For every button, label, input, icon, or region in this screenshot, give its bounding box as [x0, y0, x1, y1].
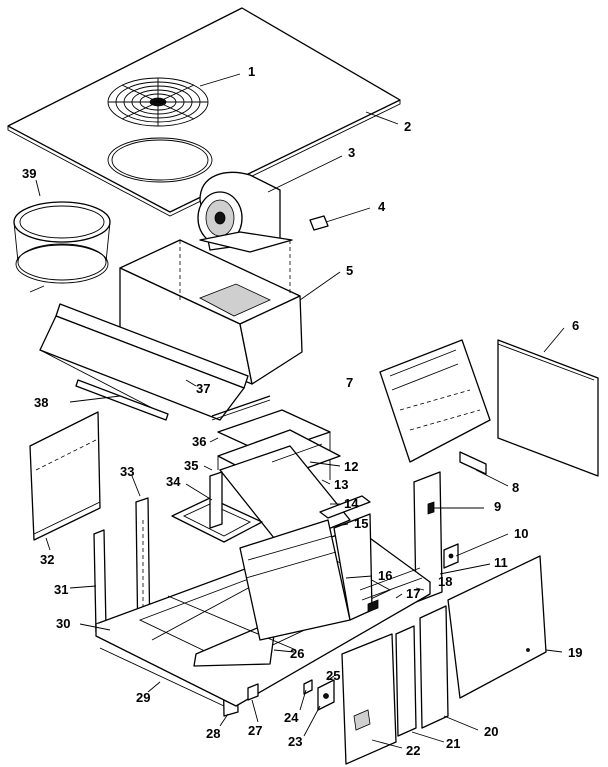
callout-19: 19: [568, 645, 582, 660]
callout-29: 29: [136, 690, 150, 705]
callout-25: 25: [326, 668, 340, 683]
callout-7: 7: [346, 375, 353, 390]
access-panel: [447, 555, 547, 699]
small-parts: [247, 679, 335, 711]
mounting-plate: [443, 543, 459, 569]
callout-32: 32: [40, 552, 54, 567]
partition-bracket: [459, 451, 487, 475]
leader-lines: [29, 73, 565, 749]
callout-1: 1: [248, 64, 255, 79]
callout-24: 24: [284, 710, 299, 725]
callout-23: 23: [288, 734, 302, 749]
orifice-ring: [13, 201, 111, 284]
upper-frame: [217, 409, 351, 549]
callout-10: 10: [514, 526, 528, 541]
callout-16: 16: [378, 568, 392, 583]
callout-38: 38: [34, 395, 48, 410]
callout-20: 20: [484, 724, 498, 739]
top-panel: [7, 7, 401, 217]
callout-12: 12: [344, 459, 358, 474]
callout-4: 4: [378, 199, 386, 214]
callout-36: 36: [192, 434, 206, 449]
callout-18: 18: [438, 574, 452, 589]
callout-9: 9: [494, 499, 501, 514]
callout-30: 30: [56, 616, 70, 631]
callout-8: 8: [512, 480, 519, 495]
callout-39: 39: [22, 166, 36, 181]
callout-2: 2: [404, 119, 411, 134]
callout-15: 15: [354, 516, 368, 531]
small-bracket: [309, 215, 329, 231]
callout-27: 27: [248, 723, 262, 738]
callout-11: 11: [494, 555, 508, 570]
coil-assembly: [239, 495, 423, 641]
callout-6: 6: [572, 318, 579, 333]
callout-14: 14: [344, 496, 359, 511]
callout-34: 34: [166, 474, 181, 489]
callout-26: 26: [290, 646, 304, 661]
fan-grille: [107, 77, 209, 127]
top-rail: [211, 395, 271, 421]
callout-13: 13: [334, 477, 348, 492]
callout-17: 17: [406, 586, 420, 601]
callout-21: 21: [446, 736, 460, 751]
callout-37: 37: [196, 381, 210, 396]
callout-22: 22: [406, 743, 420, 758]
callout-5: 5: [346, 263, 353, 278]
front-panels: [341, 605, 449, 765]
partition-panel: [379, 339, 491, 463]
deflector-panel: [39, 303, 249, 421]
callout-31: 31: [54, 582, 68, 597]
blower-assembly: [197, 171, 293, 253]
callout-33: 33: [120, 464, 134, 479]
callout-3: 3: [348, 145, 355, 160]
side-panel-right: [497, 339, 599, 477]
side-panel-left: [29, 411, 101, 541]
blower-housing: [119, 239, 303, 385]
callout-35: 35: [184, 458, 198, 473]
callout-28: 28: [206, 726, 220, 741]
callout-labels: 1 2 3 4 5 6 7 8 9 10 11 12 13 14 15 16 1…: [22, 64, 582, 758]
